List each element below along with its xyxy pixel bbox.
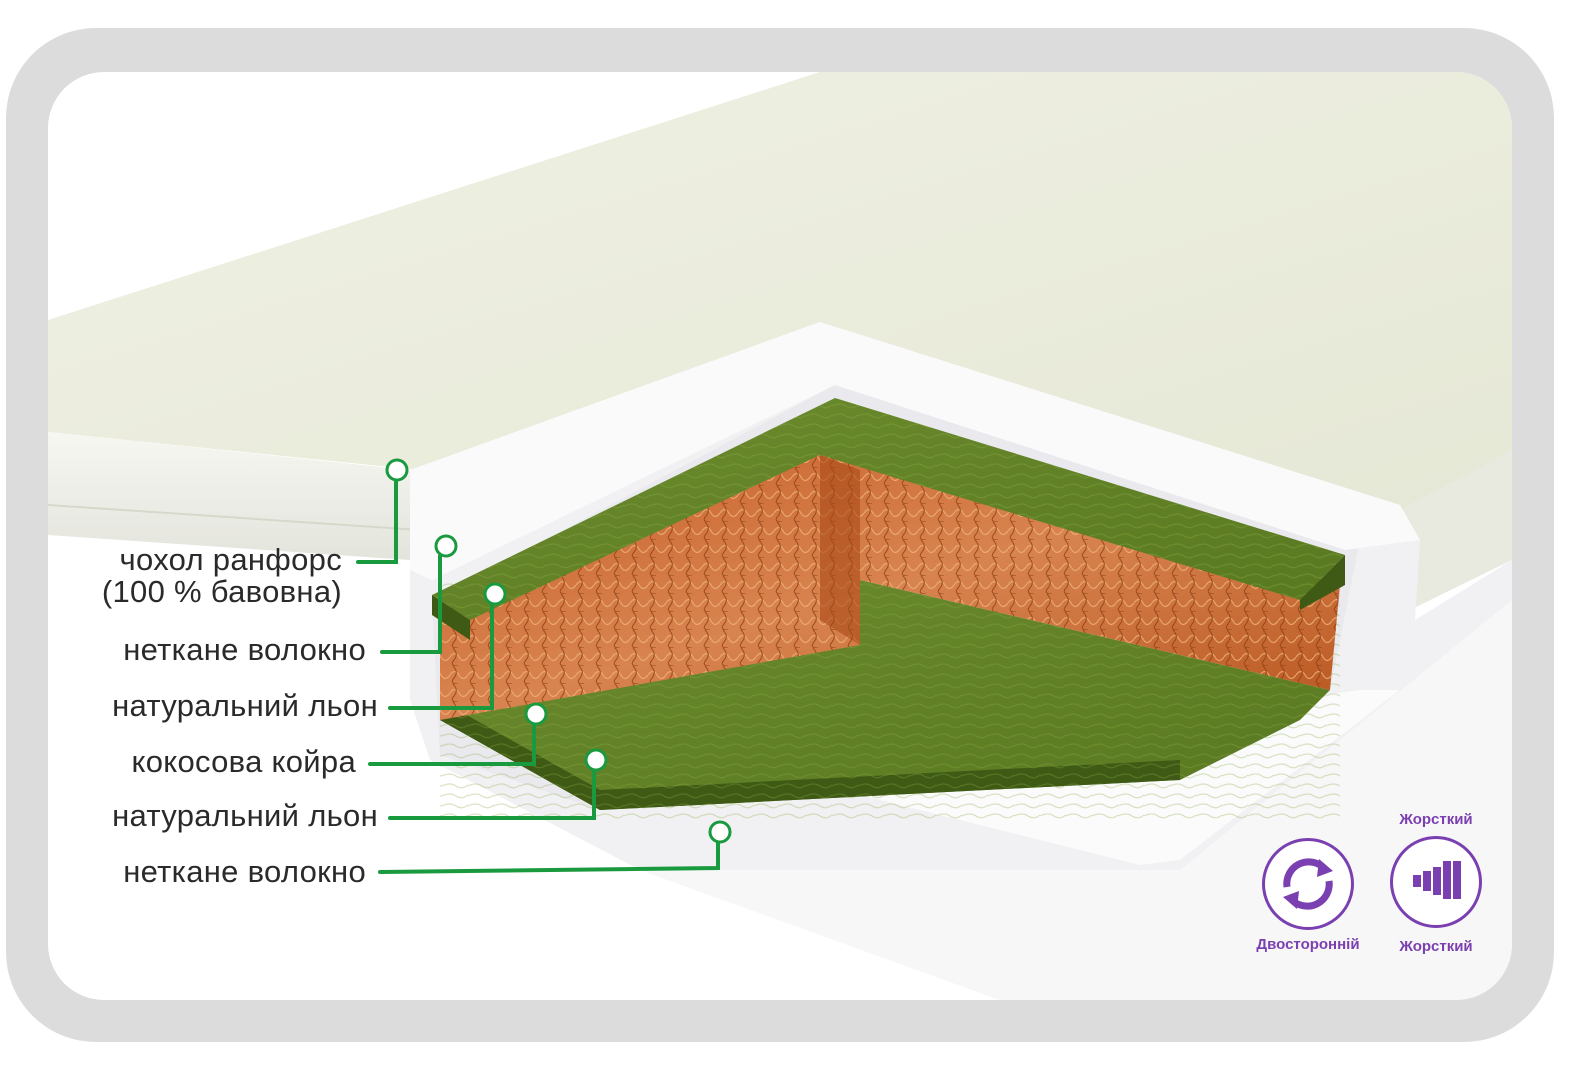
cover-top-surface (48, 72, 1512, 520)
reversible-caption: Двосторонній (1256, 936, 1360, 953)
leader-line-coir (368, 722, 536, 766)
label-nonwoven-top: неткане волокно (123, 632, 366, 667)
firmness-badge (1390, 836, 1482, 928)
reversible-badge (1262, 838, 1354, 930)
label-cover: чохол ранфорс (100 % бавовна) (80, 544, 342, 608)
firmness-caption: Жорсткий (1399, 938, 1473, 955)
leader-line-nonwoven-top (380, 554, 442, 654)
cover-side-right (1400, 450, 1512, 610)
label-cover-line2: (100 % бавовна) (101, 574, 342, 609)
leader-dot-cover (385, 458, 409, 482)
label-cover-line1: чохол ранфорс (119, 542, 342, 577)
firmness-bars-icon (1413, 861, 1461, 899)
leader-dot-linen-top (483, 582, 507, 606)
leader-line-linen-top (388, 602, 494, 710)
leader-line-linen-bottom (388, 768, 596, 820)
rotate-arrows-icon (1283, 858, 1333, 910)
leader-line-nonwoven-bottom (378, 840, 720, 874)
leader-dot-coir (524, 702, 548, 726)
firmness-top-caption: Жорсткий (1399, 811, 1473, 828)
leader-line-cover (356, 480, 398, 564)
cover-side-left (48, 432, 410, 560)
leader-dot-nonwoven-bottom (708, 820, 732, 844)
label-nonwoven-bottom: неткане волокно (123, 854, 366, 889)
label-linen-bottom: натуральний льон (112, 798, 378, 833)
label-linen-top: натуральний льон (112, 688, 378, 723)
label-coir: кокосова койра (131, 744, 356, 779)
leader-dot-nonwoven-top (434, 534, 458, 558)
leader-dot-linen-bottom (584, 748, 608, 772)
